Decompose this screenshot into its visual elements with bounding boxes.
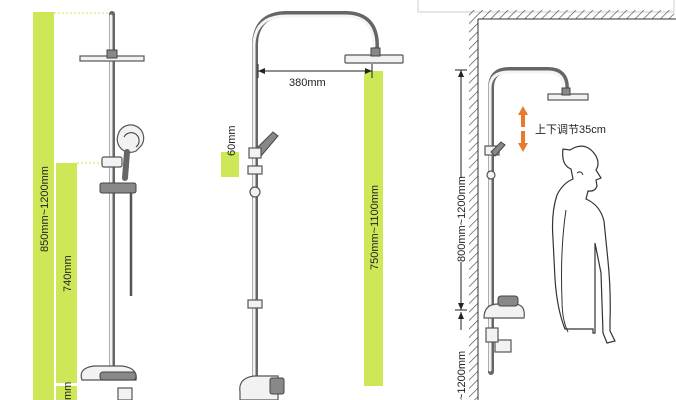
right-adjust-label: 上下调节35cm	[535, 123, 606, 136]
left-hand-shower-head	[116, 124, 145, 153]
left-main-height-bar	[33, 12, 54, 400]
wall-side-hatch	[469, 10, 478, 400]
middle-riser-arm	[252, 11, 379, 387]
left-top-fitting	[106, 49, 118, 59]
middle-width-dim-right-arrow	[365, 68, 372, 74]
left-mixer-lever	[99, 371, 137, 381]
right-mixer-lever	[497, 295, 519, 307]
middle-shower-panel: 380mm 60mm 750mm~1100mm	[221, 11, 404, 400]
middle-holder-collar	[248, 147, 262, 159]
left-lower-height-label: 740mm	[62, 255, 74, 292]
middle-head-joint	[370, 47, 381, 57]
middle-small-height-bar	[221, 152, 239, 177]
right-hand-shower	[490, 141, 506, 157]
left-bottom-cut-label: mm	[62, 382, 74, 400]
left-slide-bar-clamp	[99, 182, 137, 194]
adjust-down-arrow	[518, 131, 528, 152]
middle-riser-highlight	[252, 14, 376, 384]
middle-main-height-label: 750mm~1100mm	[369, 185, 381, 270]
left-main-height-label: 850mm~1200mm	[39, 166, 51, 252]
right-installation-scene: 上下调节35cm 800mm~1200mm ~1200mm	[453, 10, 676, 400]
right-upper-height-label: 800mm~1200mm	[456, 176, 468, 262]
right-upper-dim-bottom-arrow	[458, 303, 464, 310]
left-shower-panel: 850mm~1200mm 740mm mm	[33, 11, 145, 400]
left-lower-height-bar	[56, 163, 77, 383]
right-spout	[494, 339, 512, 353]
left-holder	[101, 156, 123, 168]
human-ear	[576, 171, 584, 176]
middle-main-height-bar	[364, 71, 383, 386]
wall-top-hatch	[478, 10, 674, 19]
right-upper-dim-top-arrow	[458, 70, 464, 77]
adjust-up-arrow	[518, 106, 528, 127]
middle-width-dim-left-arrow	[258, 68, 265, 74]
right-lower-label-bg	[453, 330, 469, 400]
left-hand-shower-handle	[122, 149, 130, 181]
middle-mixer-lever	[269, 377, 285, 395]
left-spout	[117, 387, 133, 400]
left-hand-shower-rings	[123, 132, 140, 148]
right-head-joint	[561, 87, 571, 96]
right-knob	[486, 170, 496, 180]
middle-bracket-1	[247, 165, 263, 175]
right-lower-height-label: ~1200mm	[456, 351, 468, 400]
right-riser-highlight	[488, 70, 566, 372]
middle-small-height-label: 60mm	[226, 125, 238, 156]
middle-arm-width-label: 380mm	[289, 77, 326, 89]
middle-bracket-2	[247, 299, 263, 309]
right-lower-dim-top-arrow	[458, 312, 464, 319]
right-lower-fitting	[485, 327, 499, 343]
human-figure	[551, 145, 616, 344]
human-arm	[561, 209, 569, 333]
middle-knob	[249, 186, 261, 198]
left-bottom-bar	[56, 386, 77, 400]
right-upper-label-bg	[453, 178, 469, 262]
